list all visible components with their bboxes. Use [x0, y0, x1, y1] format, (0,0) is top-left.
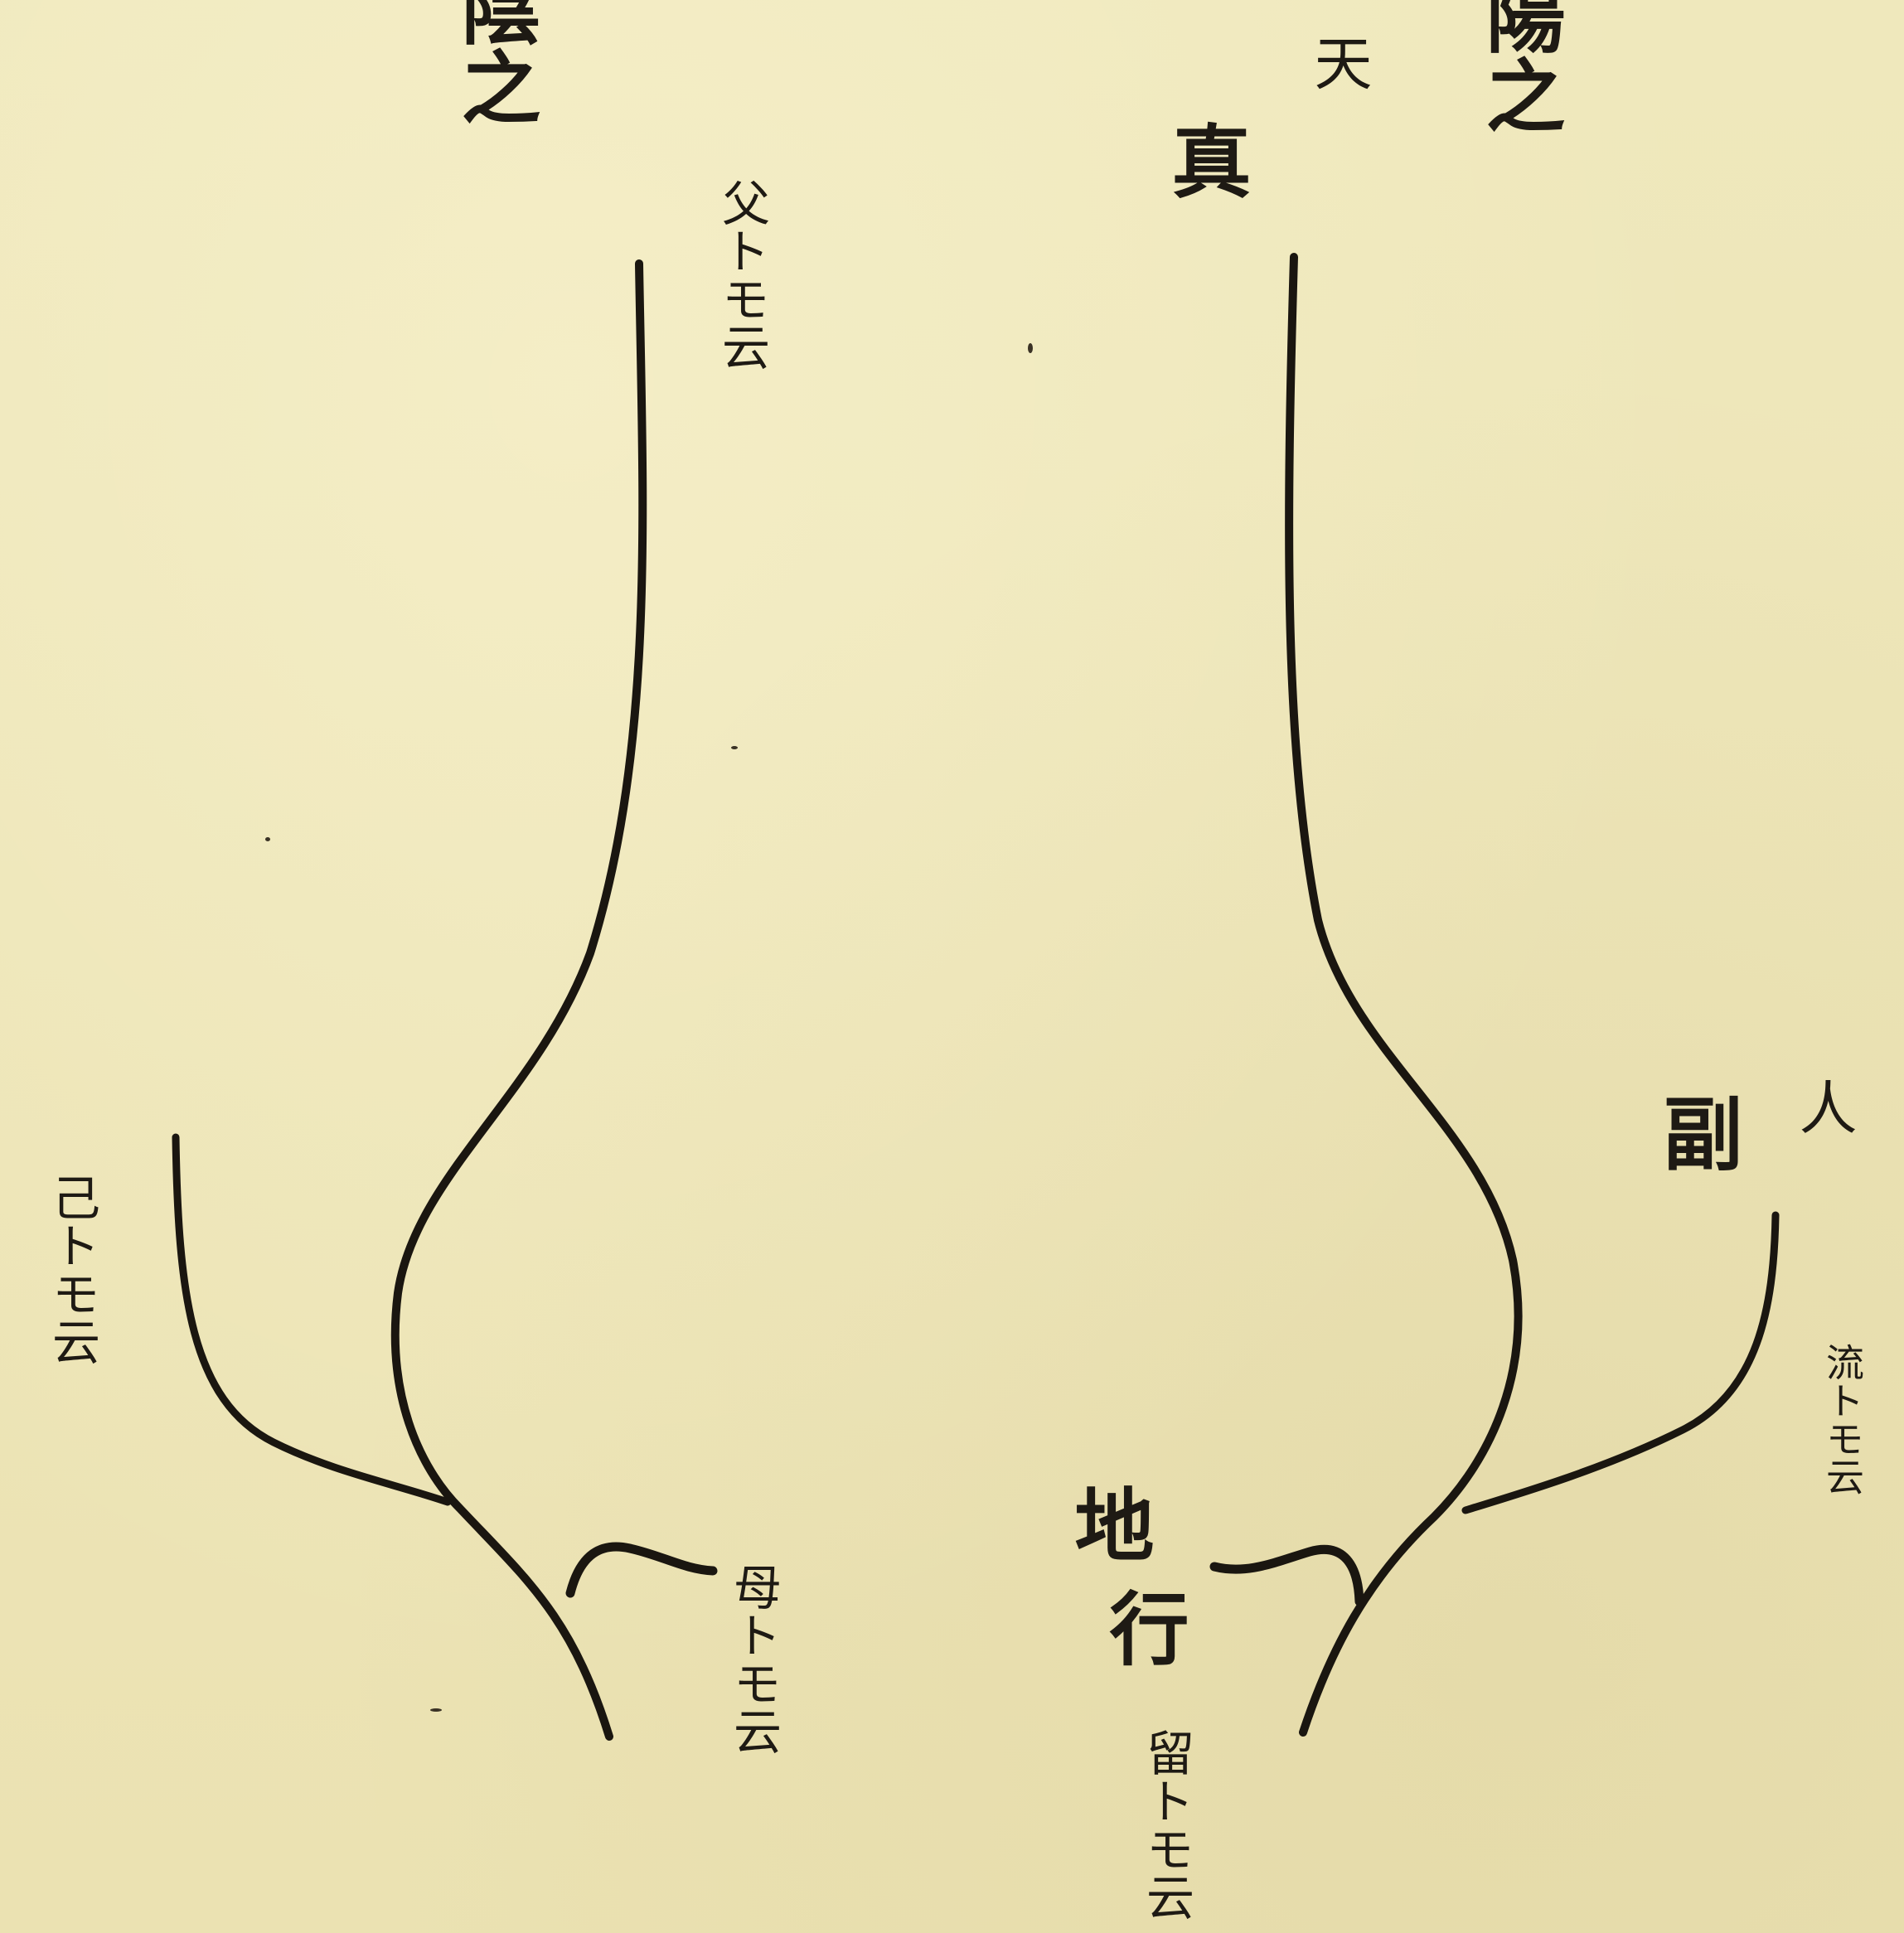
ink-speck: [731, 746, 738, 749]
left-main-stem: [395, 264, 642, 1737]
label-self: 己トモ云: [48, 1173, 96, 1365]
ink-speck: [430, 1708, 442, 1712]
ink-speck: [265, 837, 270, 841]
label-flow: 流トモ云: [1824, 1343, 1862, 1495]
label-stay: 留トモ云: [1142, 1728, 1190, 1921]
left-hook-branch: [570, 1547, 713, 1593]
label-heaven: 天: [1310, 33, 1368, 91]
left-outer-branch: [176, 1137, 448, 1502]
label-mother: 母トモ云: [729, 1562, 778, 1755]
label-earth: 地: [1068, 1484, 1147, 1563]
label-soe: 副: [1656, 1092, 1736, 1172]
right-main-stem: [1289, 257, 1518, 1732]
label-go: 行: [1102, 1587, 1182, 1667]
ink-speck: [1028, 343, 1033, 353]
label-top-left-fragment: 陰之: [454, 0, 534, 126]
label-shin: 真: [1165, 120, 1244, 200]
label-father: 父トモ云: [718, 178, 766, 371]
label-top-right-fragment: 陽之: [1479, 0, 1558, 134]
label-person: 人: [1795, 1078, 1853, 1136]
right-hook-branch: [1214, 1549, 1359, 1601]
